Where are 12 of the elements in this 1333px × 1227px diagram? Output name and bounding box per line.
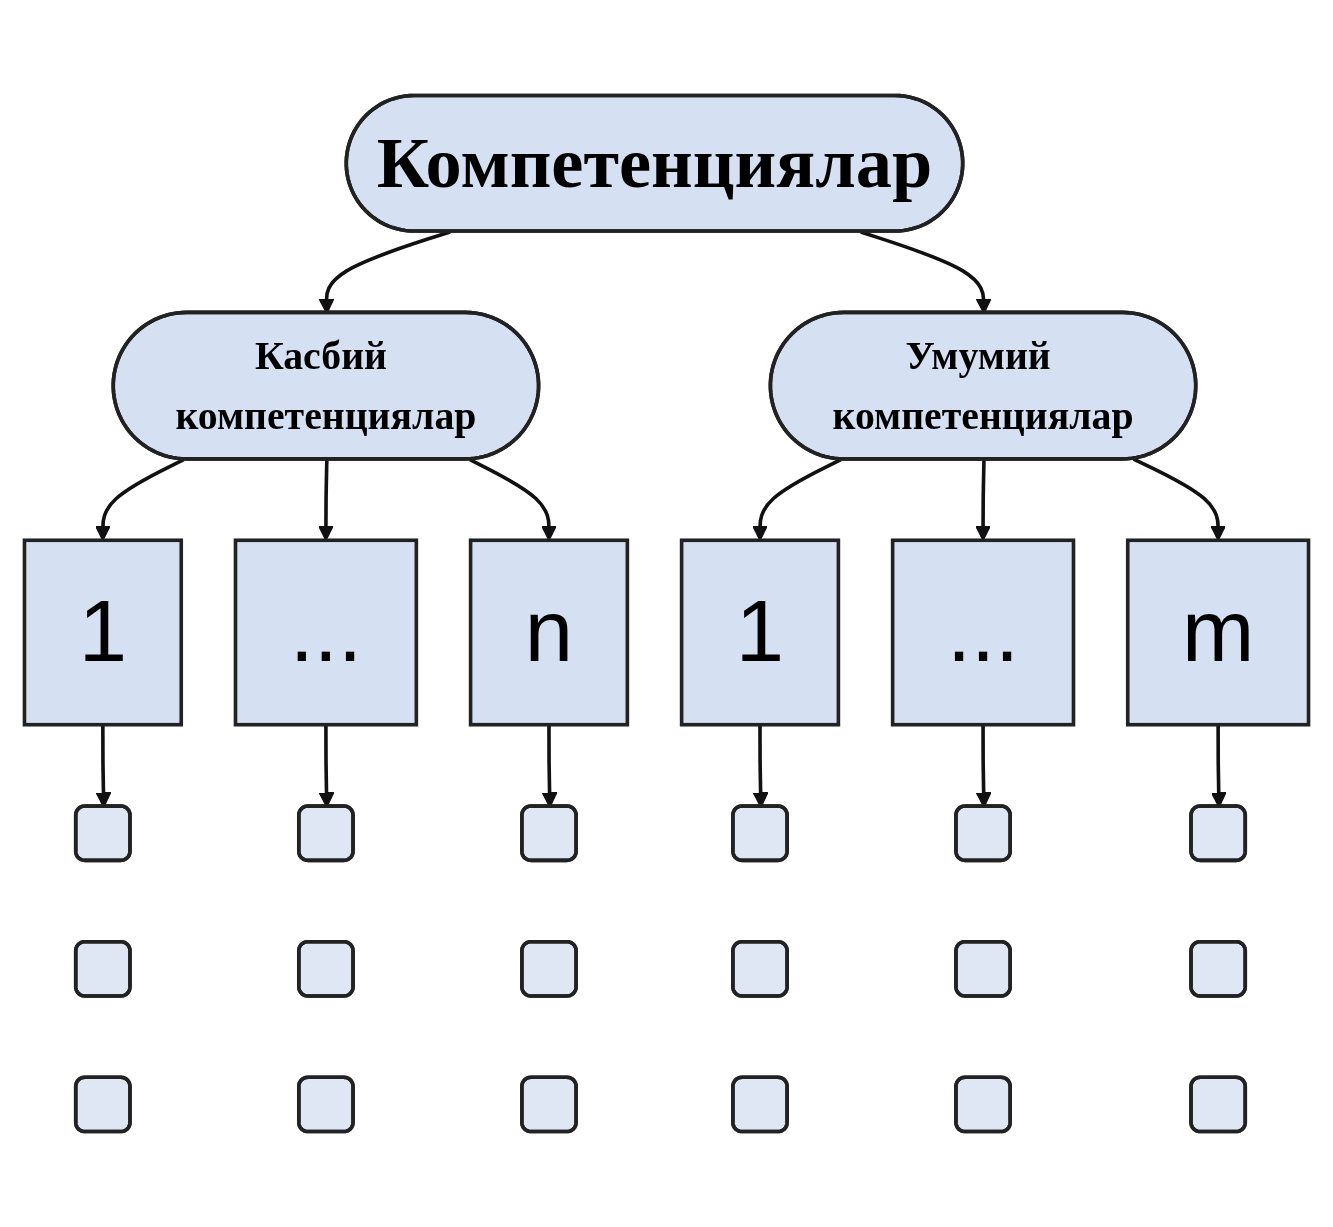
node-box: m xyxy=(1125,538,1311,727)
arrow xyxy=(317,459,334,541)
node-box: ... xyxy=(233,538,419,727)
node-box: n xyxy=(468,538,630,727)
arrow xyxy=(1132,457,1227,541)
arrow xyxy=(469,458,557,541)
arrow xyxy=(94,458,185,541)
node-box: ... xyxy=(890,538,1076,727)
arrow xyxy=(975,459,991,541)
arrow xyxy=(752,458,842,541)
node-box: 1 xyxy=(22,538,184,727)
node-box: 1 xyxy=(679,538,841,727)
